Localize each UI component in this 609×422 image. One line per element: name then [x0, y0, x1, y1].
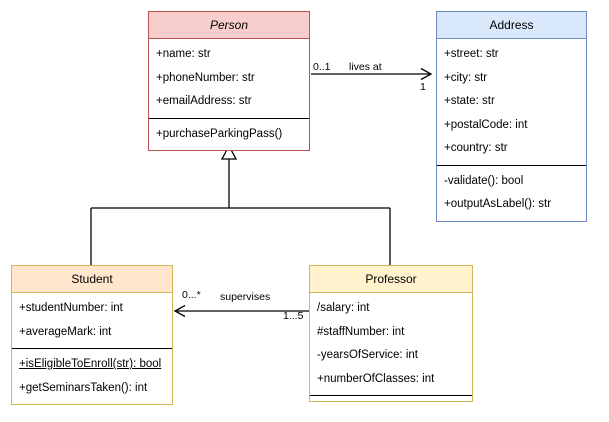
attribute-row: +studentNumber: int	[19, 302, 123, 314]
attribute-row: +numberOfClasses: int	[317, 372, 435, 385]
multiplicity-student-supervises: 0...*	[182, 289, 201, 301]
association-label-supervises: supervises	[220, 291, 271, 303]
attribute-row: +city: str	[444, 71, 488, 84]
edge-generalization-tree[interactable]	[90, 144, 391, 265]
class-name-person: Person	[149, 12, 309, 39]
class-name-student: Student	[12, 266, 172, 293]
methods-compartment-address: -validate(): bool +outputAsLabel(): str	[437, 164, 586, 221]
multiplicity-address-lives-at: 1	[420, 81, 426, 93]
class-box-student[interactable]: Student +studentNumber: int +averageMark…	[11, 265, 173, 405]
class-name-professor: Professor	[310, 266, 472, 293]
method-row: -validate(): bool	[444, 174, 524, 187]
methods-compartment-professor	[310, 395, 472, 401]
method-row-static: +isEligibleToEnroll(str): bool	[19, 358, 162, 370]
class-box-professor[interactable]: Professor /salary: int #staffNumber: int…	[309, 265, 473, 402]
attribute-row: +name: str	[156, 48, 211, 60]
method-row: +outputAsLabel(): str	[444, 198, 552, 210]
attribute-row: +street: str	[444, 48, 499, 60]
methods-compartment-person: +purchaseParkingPass()	[149, 117, 309, 151]
attributes-compartment-professor: /salary: int #staffNumber: int -yearsOfS…	[310, 293, 472, 395]
attribute-row: /salary: int	[317, 302, 370, 314]
attribute-row: +postalCode: int	[444, 118, 528, 131]
attribute-row: +state: str	[444, 95, 495, 107]
class-box-person[interactable]: Person +name: str +phoneNumber: str +ema…	[148, 11, 310, 151]
multiplicity-professor-supervises: 1...5	[283, 310, 304, 322]
multiplicity-person-lives-at: 0..1	[313, 61, 331, 73]
method-row: +purchaseParkingPass()	[156, 127, 283, 140]
attribute-row: #staffNumber: int	[317, 325, 405, 338]
method-row: +getSeminarsTaken(): int	[19, 381, 148, 394]
attributes-compartment-person: +name: str +phoneNumber: str +emailAddre…	[149, 39, 309, 118]
class-box-address[interactable]: Address +street: str +city: str +state: …	[436, 11, 587, 222]
methods-compartment-student: +isEligibleToEnroll(str): bool +getSemin…	[12, 348, 172, 404]
class-name-address: Address	[437, 12, 586, 39]
attribute-row: +phoneNumber: str	[156, 71, 255, 84]
attributes-compartment-address: +street: str +city: str +state: str +pos…	[437, 39, 586, 165]
attribute-row: +averageMark: int	[19, 325, 112, 338]
attribute-row: +country: str	[444, 142, 508, 154]
attributes-compartment-student: +studentNumber: int +averageMark: int	[12, 293, 172, 348]
attribute-row: -yearsOfService: int	[317, 349, 418, 361]
attribute-row: +emailAddress: str	[156, 95, 252, 107]
association-label-lives-at: lives at	[349, 61, 382, 73]
